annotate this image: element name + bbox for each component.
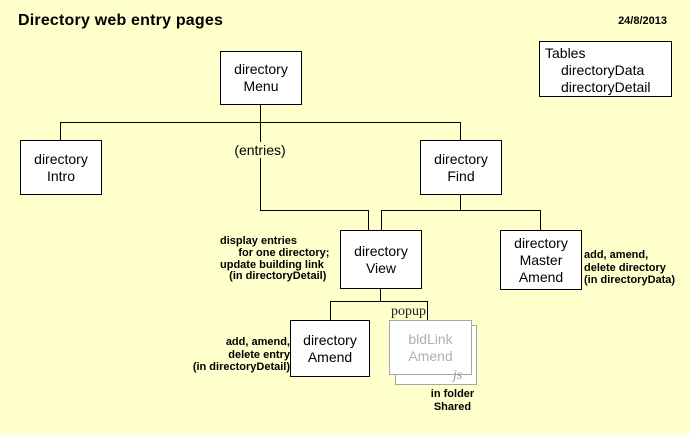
popup-label: popup: [391, 304, 426, 319]
connector-find-down: [460, 193, 461, 210]
tables-panel-item-directorydetail: directoryDetail: [561, 79, 651, 95]
node-bldlink-amend: bldLink Amend: [389, 320, 472, 375]
date-label: 24/8/2013: [618, 15, 667, 27]
node-directory-view: directory View: [340, 230, 422, 289]
page-title: Directory web entry pages: [18, 12, 224, 29]
js-label: js: [453, 368, 463, 383]
node-directory-master-amend: directory Master Amend: [500, 230, 582, 290]
connector-find-to-view: [381, 210, 382, 230]
connector-to-find: [460, 122, 461, 140]
amend-annotation: add, amend, delete entry (in directoryDe…: [192, 336, 290, 373]
connector-to-intro: [60, 122, 61, 140]
node-directory-menu: directory Menu: [220, 51, 302, 105]
tables-panel-title: Tables: [545, 45, 586, 61]
connector-find-branch: [381, 210, 541, 211]
connector-to-bldlink: [427, 301, 428, 320]
connector-to-amend: [330, 301, 331, 320]
tables-panel: Tables directoryData directoryDetail: [539, 41, 672, 97]
node-directory-intro: directory Intro: [20, 140, 102, 195]
connector-entries-branch: [260, 210, 369, 211]
connector-view-down: [380, 287, 381, 301]
tables-panel-item-directorydata: directoryData: [561, 62, 645, 78]
node-directory-find: directory Find: [420, 140, 502, 195]
view-annotation: display entries for one directory; updat…: [220, 235, 330, 283]
connector-menu-down: [260, 103, 261, 122]
connector-view-branch: [330, 301, 428, 302]
master-amend-annotation: add, amend, delete directory (in directo…: [584, 249, 676, 286]
node-directory-amend: directory Amend: [290, 320, 370, 377]
entries-label: (entries): [222, 142, 298, 158]
connector-entries-to-view: [368, 210, 369, 230]
folder-annotation: in folder Shared: [430, 388, 475, 413]
connector-find-to-master: [540, 210, 541, 230]
connector-entries-down: [260, 122, 261, 210]
